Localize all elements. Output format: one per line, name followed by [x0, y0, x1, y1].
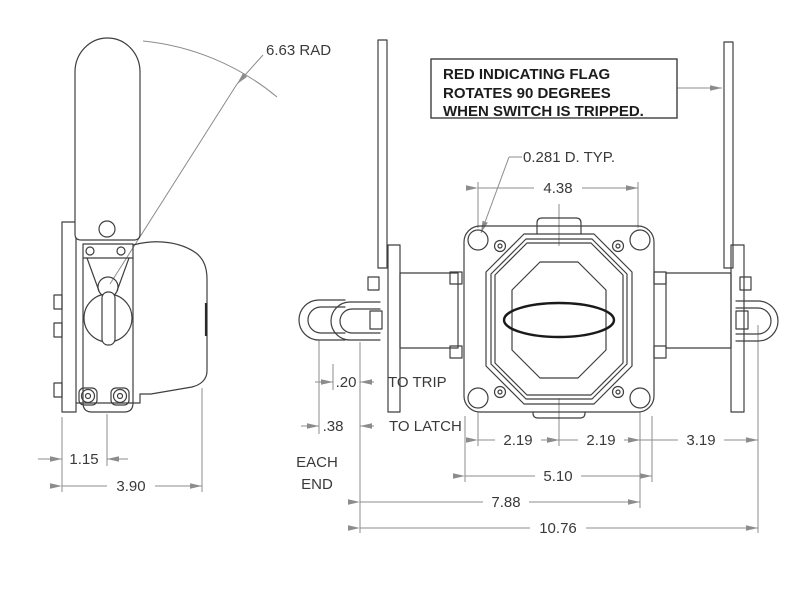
bottom-tab: [532, 411, 586, 419]
eye-loop-left-trip-inner: [339, 308, 381, 334]
dim-latch-travel-label: .38: [323, 418, 344, 435]
face-plate: [82, 243, 134, 413]
mounting-hole: [467, 387, 489, 409]
bracket-plate-left: [399, 272, 459, 349]
top-tab: [536, 217, 582, 235]
loop-rod-end: [735, 310, 749, 330]
dim-3-90-label: 3.90: [116, 478, 145, 495]
radius-leader-line: [236, 54, 264, 85]
plate-chamfer: [116, 257, 130, 292]
screw-hole: [85, 246, 95, 256]
end-label: END: [301, 476, 333, 493]
text-mask: [678, 431, 724, 449]
dim-trip-travel-label: .20: [336, 374, 357, 391]
to-trip-label: TO TRIP: [388, 374, 447, 391]
cover-screw-center: [615, 243, 621, 249]
mounting-screw: [112, 388, 128, 404]
cover-ring-mid: [490, 238, 628, 400]
note-box-border: [430, 58, 678, 119]
mounting-screw: [80, 388, 96, 404]
dim-2-19-left-label: 2.19: [503, 432, 532, 449]
cover-ring-outer: [485, 233, 633, 405]
bracket-ear: [449, 345, 463, 359]
indicator-flag-right: [723, 41, 734, 269]
cover-plate: [463, 225, 655, 413]
mounting-hole: [629, 387, 651, 409]
mounting-hole: [467, 229, 489, 251]
each-label: EACH: [296, 454, 338, 471]
shaft-slot: [101, 291, 116, 346]
radius-leader-line-2: [109, 83, 238, 285]
eye-loop-right-inner: [735, 307, 772, 335]
mounting-strip: [61, 221, 77, 413]
hole-note-leader: [480, 156, 510, 234]
eye-loop-left-trip: [330, 301, 381, 341]
mounting-hole: [629, 229, 651, 251]
cover-screw: [611, 385, 625, 399]
cover-ring-inner: [494, 242, 624, 396]
text-mask: [483, 493, 529, 511]
radius-dimension-label: 6.63 RAD: [266, 42, 331, 59]
screw-pad: [110, 387, 130, 406]
note-line-2: ROTATES 90 DEGREES: [443, 85, 611, 102]
dim-4-38-label: 4.38: [543, 180, 572, 197]
dimension-text-layer: 6.63 RAD 1.15 3.90 0.281 D. TYP. 4.38 .2…: [69, 42, 724, 537]
note-box: RED INDICATING FLAG ROTATES 90 DEGREES W…: [430, 58, 678, 120]
bracket-tab: [367, 276, 380, 291]
cover-screw-center: [497, 243, 503, 249]
lever-arm: [74, 37, 141, 241]
bracket-ear: [653, 345, 667, 359]
cover-screw-center: [497, 389, 503, 395]
text-mask: [578, 431, 624, 449]
cover-screw: [493, 239, 507, 253]
plate-chamfer: [86, 257, 100, 292]
dim-7-88-label: 7.88: [491, 494, 520, 511]
dim-5-10-label: 5.10: [543, 468, 572, 485]
text-mask: [495, 431, 541, 449]
to-latch-label: TO LATCH: [389, 418, 462, 435]
cover-screw: [493, 385, 507, 399]
switch-body-profile: [132, 241, 208, 404]
lever-hole: [98, 220, 116, 238]
eye-loop-right: [735, 300, 779, 342]
mounting-tab: [53, 294, 63, 310]
text-mask: [107, 477, 155, 495]
loop-rod-end: [369, 310, 383, 330]
cover-face: [511, 261, 607, 379]
front-view: [298, 39, 779, 419]
cover-screw-center: [615, 389, 621, 395]
dim-2-19-right-label: 2.19: [586, 432, 615, 449]
bracket-tab: [739, 276, 752, 291]
note-line-3: WHEN SWITCH IS TRIPPED.: [443, 103, 644, 120]
cover-screw: [611, 239, 625, 253]
dim-10-76-label: 10.76: [539, 520, 577, 537]
dim-3-19-label: 3.19: [686, 432, 715, 449]
bracket-ear: [449, 271, 463, 285]
eye-loop-left-latch-inner: [307, 306, 346, 334]
screw-hole: [116, 246, 126, 256]
lever-swing-arc: [142, 40, 278, 98]
side-view: [53, 37, 208, 413]
mounting-screw-center: [116, 392, 124, 400]
gasket-ellipse: [502, 301, 616, 339]
mounting-tab: [53, 322, 63, 338]
note-line-1: RED INDICATING FLAG: [443, 66, 610, 83]
mounting-tab: [53, 382, 63, 398]
eye-loop-left-latch: [298, 299, 346, 341]
hole-diameter-label: 0.281 D. TYP.: [523, 149, 615, 166]
indicator-flag-left: [377, 39, 388, 269]
screw-pad: [78, 387, 98, 406]
bracket-ear: [653, 271, 667, 285]
mounting-screw-center: [84, 392, 92, 400]
text-mask: [534, 179, 582, 197]
bracket-plate-right: [665, 272, 732, 349]
text-mask: [535, 467, 581, 485]
text-mask: [530, 519, 586, 537]
dim-1-15-label: 1.15: [69, 451, 98, 468]
